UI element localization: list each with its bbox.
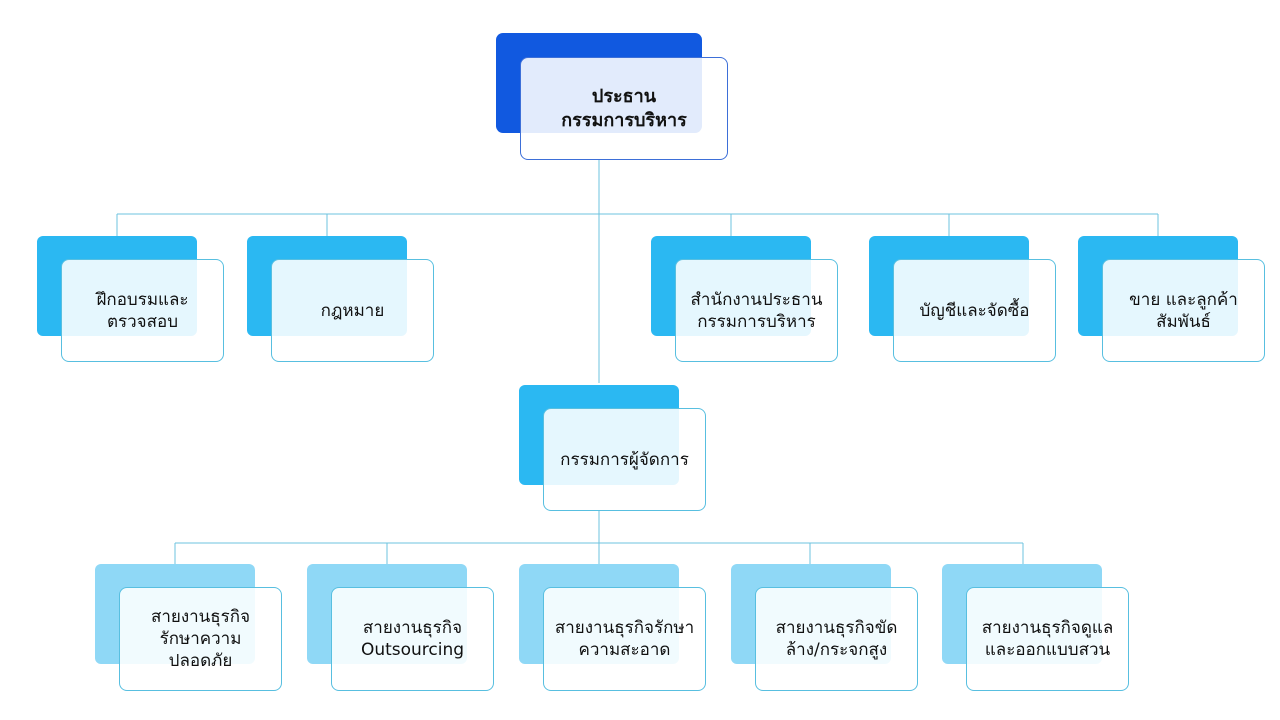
node-card: สายงานธุรกิจรักษา ความสะอาด bbox=[543, 587, 706, 691]
node-label: สายงานธุรกิจขัด ล้าง/กระจกสูง bbox=[775, 618, 898, 660]
node-card: กรรมการผู้จัดการ bbox=[543, 408, 706, 511]
node-label: บัญชีและจัดซื้อ bbox=[919, 300, 1030, 321]
node-label: กฎหมาย bbox=[320, 300, 385, 321]
node-card: ฝึกอบรมและ ตรวจสอบ bbox=[61, 259, 224, 362]
node-label: สายงานธุรกิจ Outsourcing bbox=[360, 618, 465, 660]
node-card: กฎหมาย bbox=[271, 259, 434, 362]
node-card: บัญชีและจัดซื้อ bbox=[893, 259, 1056, 362]
node-card: ประธาน กรรมการบริหาร bbox=[520, 57, 728, 160]
node-label: สายงานธุรกิจดูแล และออกแบบสวน bbox=[981, 618, 1114, 660]
node-card: ขาย และลูกค้า สัมพันธ์ bbox=[1102, 259, 1265, 362]
node-label: ขาย และลูกค้า สัมพันธ์ bbox=[1129, 289, 1238, 332]
node-label: กรรมการผู้จัดการ bbox=[560, 449, 689, 470]
node-label: สายงานธุรกิจ รักษาความ ปลอดภัย bbox=[150, 607, 251, 671]
node-card: สายงานธุรกิจ Outsourcing bbox=[331, 587, 494, 691]
node-label: ประธาน กรรมการบริหาร bbox=[561, 85, 687, 131]
node-label: สำนักงานประธาน กรรมการบริหาร bbox=[690, 289, 823, 332]
node-label: สายงานธุรกิจรักษา ความสะอาด bbox=[554, 618, 695, 660]
node-card: สายงานธุรกิจขัด ล้าง/กระจกสูง bbox=[755, 587, 918, 691]
node-card: สำนักงานประธาน กรรมการบริหาร bbox=[675, 259, 838, 362]
node-card: สายงานธุรกิจ รักษาความ ปลอดภัย bbox=[119, 587, 282, 691]
node-card: สายงานธุรกิจดูแล และออกแบบสวน bbox=[966, 587, 1129, 691]
node-label: ฝึกอบรมและ ตรวจสอบ bbox=[96, 289, 189, 332]
